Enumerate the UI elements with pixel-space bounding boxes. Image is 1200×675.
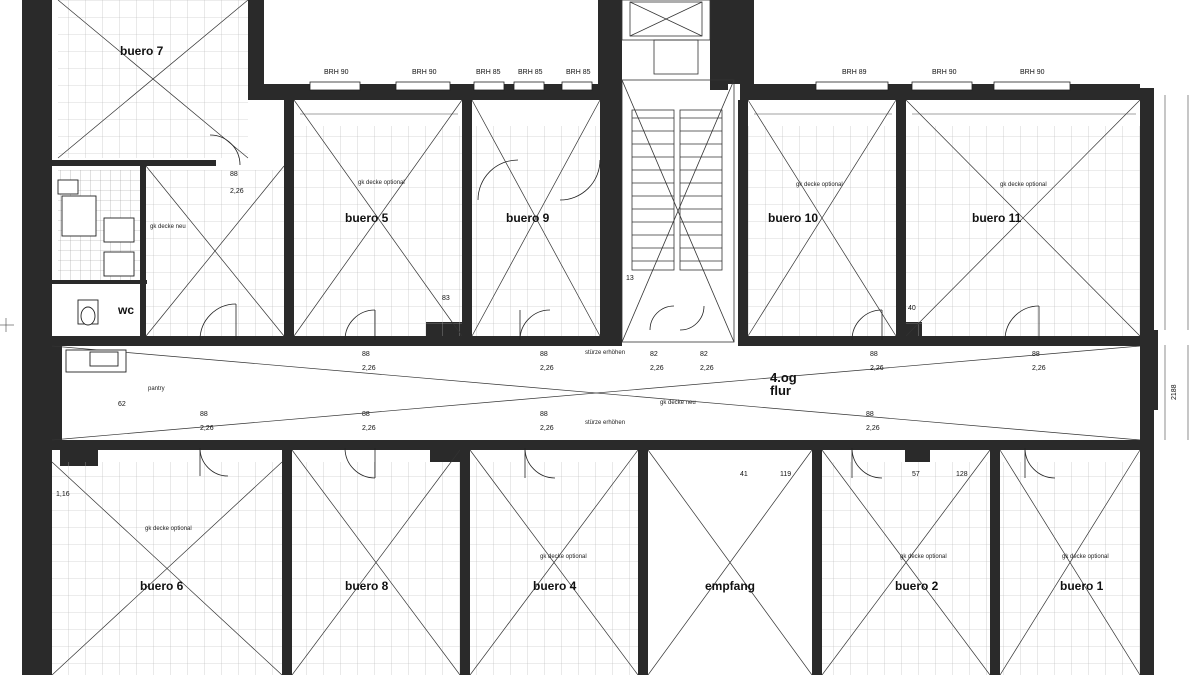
wc-fixtures	[57, 179, 135, 373]
room-label-buero-8: buero 8	[345, 579, 389, 593]
dim-door-w-b: 88	[362, 351, 370, 358]
note-ceiling-buero-5: gk decke optional	[358, 180, 405, 186]
room-label-buero-5: buero 5	[345, 211, 389, 225]
room-label-buero-1: buero 1	[1060, 579, 1104, 593]
note-ceiling-buero-10: gk decke optional	[796, 182, 843, 188]
dim-door-w-g: 88	[362, 411, 370, 418]
dim-door-h-e: 2,26	[1032, 365, 1046, 372]
dim-door-w-a: 88	[230, 171, 238, 178]
room-label-wc: wc	[117, 303, 134, 317]
dim-116: 1,16	[56, 491, 70, 498]
doors	[199, 134, 1056, 479]
dim-door-h-a: 2,26	[230, 188, 244, 195]
dim-119: 119	[780, 471, 791, 478]
windows	[309, 81, 1071, 91]
room-label-buero-9: buero 9	[506, 211, 550, 225]
dim-door-w-c: 88	[540, 351, 548, 358]
note-ceiling-buero-2: gk decke optional	[900, 554, 947, 560]
dim-door-w-e: 88	[1032, 351, 1040, 358]
dim-door-w-d: 88	[870, 351, 878, 358]
note-lintels-lower: stürze erhöhen	[585, 420, 625, 426]
dim-door-h-h: 2,26	[540, 425, 554, 432]
dim-57: 57	[912, 471, 920, 478]
dimensions: 88 2,26 88 2,26 88 2,26 88 2,26 88 2,26 …	[56, 171, 1178, 498]
room-label-buero-4: buero 4	[533, 579, 577, 593]
room-label-buero-11: buero 11	[972, 211, 1022, 225]
room-label-empfang: empfang	[705, 579, 755, 593]
dim-2188: 2188	[1171, 384, 1178, 400]
dim-41: 41	[740, 471, 748, 478]
dim-door-h-c: 2,26	[540, 365, 554, 372]
room-label-buero-7: buero 7	[120, 44, 164, 58]
annotation-lines	[0, 95, 1189, 440]
note-brh-4: BRH 85	[518, 69, 543, 76]
note-brh-8: BRH 90	[1020, 69, 1045, 76]
note-brh-1: BRH 90	[324, 69, 349, 76]
room-diagonals	[51, 0, 1141, 675]
note-ceiling-buero-4: gk decke optional	[540, 554, 587, 560]
dim-stair-d: 2,26	[700, 365, 714, 372]
dim-door-h-d: 2,26	[870, 365, 884, 372]
note-ceiling-buero-1: gk decke optional	[1062, 554, 1109, 560]
plan-notes: gk decke optional gk decke optional gk d…	[145, 69, 1109, 560]
tile-grids	[52, 0, 1140, 675]
note-ceiling-flur: gk decke neu	[660, 400, 696, 406]
dim-13: 13	[626, 275, 634, 282]
dim-door-h-b: 2,26	[362, 365, 376, 372]
room-label-flur: flur	[770, 383, 791, 398]
staircase	[621, 0, 735, 343]
dim-128: 128	[956, 471, 968, 478]
dim-door-h-i: 2,26	[866, 425, 880, 432]
note-brh-2: BRH 90	[412, 69, 437, 76]
note-brh-7: BRH 90	[932, 69, 957, 76]
dim-stair-a: 82	[650, 351, 658, 358]
note-lintels-upper: stürze erhöhen	[585, 350, 625, 356]
note-brh-6: BRH 89	[842, 69, 867, 76]
dim-stair-c: 82	[700, 351, 708, 358]
room-labels: buero 7 buero 5 buero 9 buero 10 buero 1…	[117, 44, 1104, 593]
walls	[22, 0, 1158, 675]
dim-door-h-f: 2,26	[200, 425, 214, 432]
room-label-buero-6: buero 6	[140, 579, 184, 593]
note-ceiling-new: gk decke neu	[150, 224, 186, 230]
dim-door-w-f: 88	[200, 411, 208, 418]
dim-83: 83	[442, 295, 450, 302]
dim-40: 40	[908, 305, 916, 312]
note-pantry: pantry	[148, 386, 165, 392]
room-label-buero-2: buero 2	[895, 579, 939, 593]
note-ceiling-buero-11: gk decke optional	[1000, 182, 1047, 188]
note-brh-3: BRH 85	[476, 69, 501, 76]
dim-door-w-i: 88	[866, 411, 874, 418]
dim-62: 62	[118, 401, 126, 408]
note-ceiling-buero-6: gk decke optional	[145, 526, 192, 532]
dim-door-w-h: 88	[540, 411, 548, 418]
room-label-buero-10: buero 10	[768, 211, 818, 225]
note-brh-5: BRH 85	[566, 69, 591, 76]
room-label-floor: 4.og	[770, 370, 797, 385]
dim-stair-b: 2,26	[650, 365, 664, 372]
dim-door-h-g: 2,26	[362, 425, 376, 432]
